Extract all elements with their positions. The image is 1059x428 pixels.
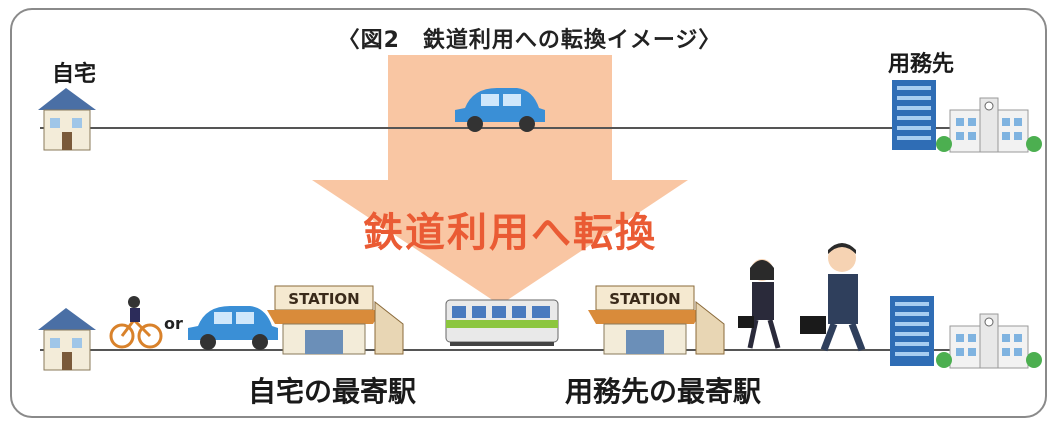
station-sign-home: STATION (288, 290, 359, 308)
school-building-icon (936, 313, 1042, 369)
station-icon (267, 285, 404, 355)
businessman-icon (800, 243, 866, 352)
house-icon (38, 88, 96, 151)
diagram-title: 〈図2 鉄道利用への転換イメージ〉 (337, 28, 722, 53)
label-office-top: 用務先 (888, 52, 955, 77)
label-home-top: 自宅 (52, 62, 97, 87)
office-building-icon (890, 296, 934, 366)
school-building-icon (936, 97, 1042, 153)
bicycle-icon (109, 296, 163, 349)
house-icon (38, 308, 96, 371)
or-label: or (164, 314, 183, 333)
car-icon (188, 306, 278, 350)
conversion-arrow (312, 55, 688, 305)
businesswoman-icon (738, 259, 781, 349)
office-building-icon (892, 80, 936, 150)
car-icon (455, 88, 545, 132)
arrow-label: 鉄道利用へ転換 (363, 210, 657, 256)
station-sign-office: STATION (609, 290, 680, 308)
station-icon (588, 285, 725, 355)
label-office-station: 用務先の最寄駅 (565, 375, 762, 408)
train-icon (445, 299, 559, 346)
label-home-station: 自宅の最寄駅 (248, 375, 417, 408)
